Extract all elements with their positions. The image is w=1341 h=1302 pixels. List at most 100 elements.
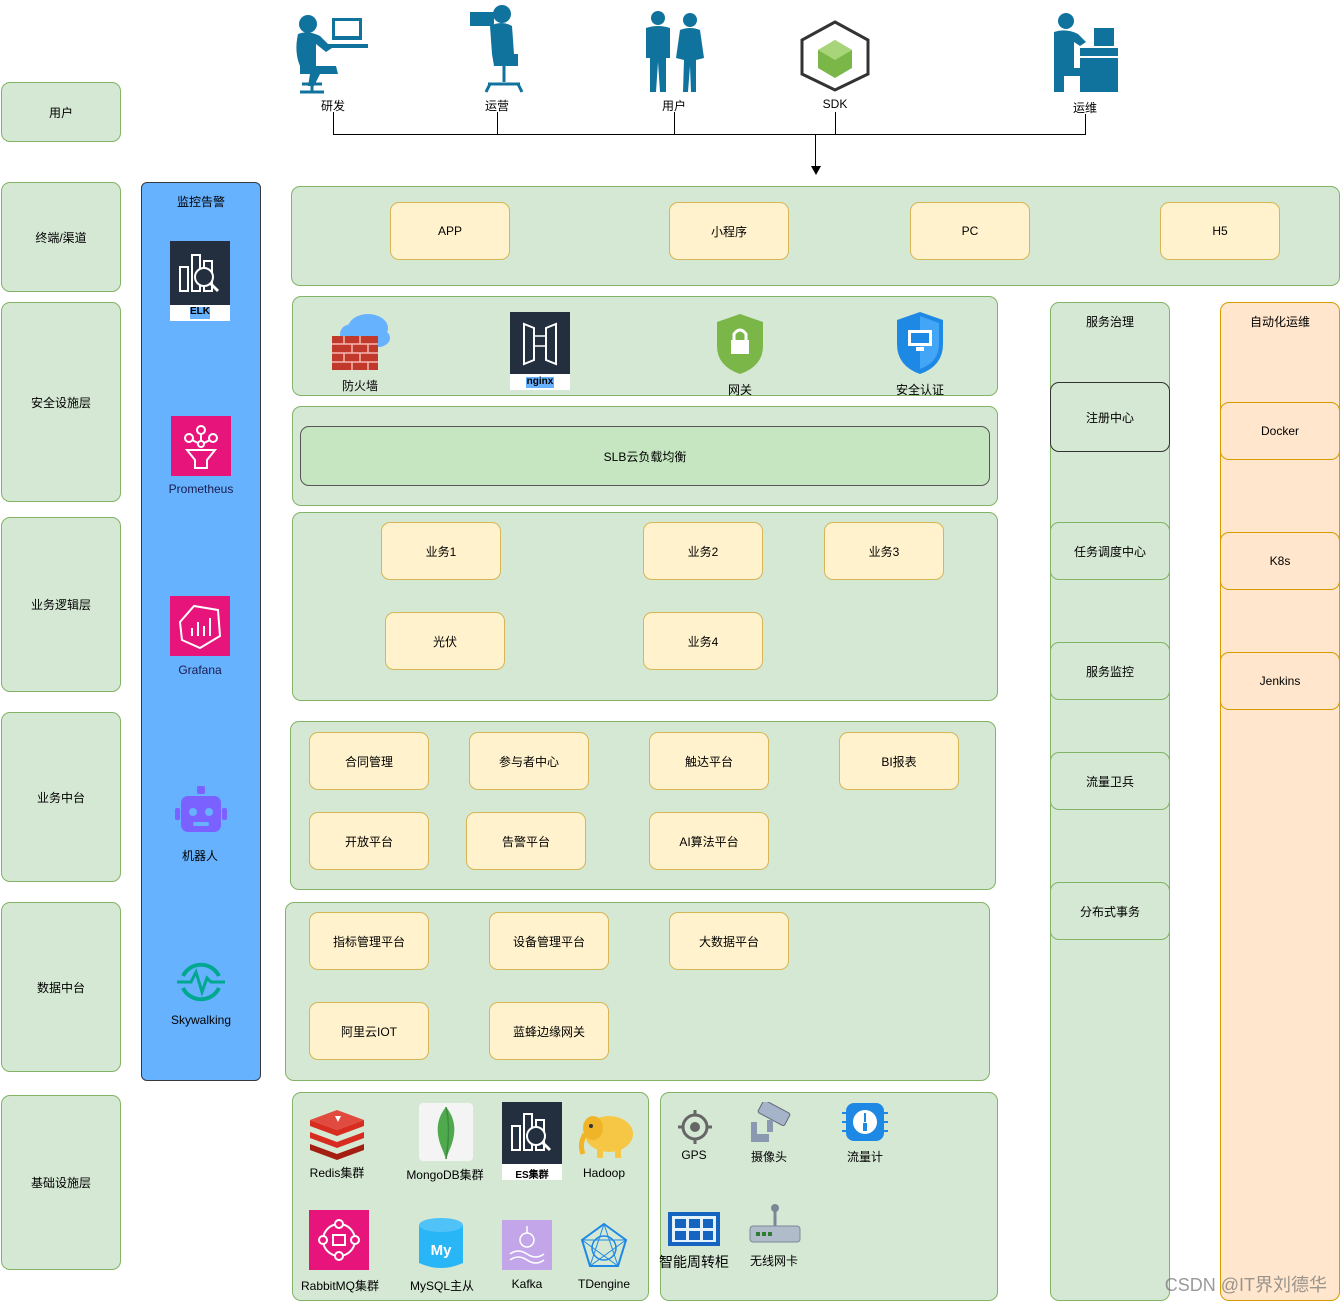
- wireless-nic-label: 无线网卡: [749, 1254, 799, 1268]
- bc-contract: 合同管理: [309, 732, 429, 790]
- skywalking-label: Skywalking: [170, 1013, 232, 1027]
- layer-label-business-center: 业务中台: [1, 712, 121, 882]
- firewall-icon: [332, 314, 390, 370]
- business-3: 业务3: [824, 522, 944, 580]
- redis-label: Redis集群: [309, 1166, 365, 1180]
- dc-indicator: 指标管理平台: [309, 912, 429, 970]
- auto-k8s: K8s: [1220, 532, 1340, 590]
- cabinet-label: 智能周转柜: [659, 1254, 729, 1270]
- kafka-icon: [502, 1220, 552, 1270]
- auth-label: 安全认证: [895, 383, 945, 397]
- business-4: 业务4: [643, 612, 763, 670]
- layer-label-business-logic: 业务逻辑层: [1, 517, 121, 692]
- slb-box: SLB云负载均衡: [300, 426, 990, 486]
- prometheus-icon: [171, 416, 231, 476]
- terminal-app: APP: [390, 202, 510, 260]
- mongodb-icon: [419, 1103, 473, 1161]
- gateway-label: 网关: [727, 383, 753, 397]
- camera-icon: [751, 1102, 791, 1142]
- mysql-icon: My: [419, 1218, 463, 1268]
- wireless-nic-icon: [749, 1204, 801, 1243]
- gov-sentinel: 流量卫兵: [1050, 752, 1170, 810]
- terminal-miniprogram: 小程序: [669, 202, 789, 260]
- tdengine-label: TDengine: [577, 1277, 631, 1291]
- auth-shield-icon: [897, 312, 943, 374]
- infra-iot-layer: [660, 1092, 998, 1301]
- mongodb-label: MongoDB集群: [406, 1168, 484, 1182]
- monitoring-title: 监控告警: [176, 195, 225, 209]
- bc-open: 开放平台: [309, 812, 429, 870]
- robot-icon: [175, 786, 227, 832]
- prometheus-label: Prometheus: [168, 482, 234, 496]
- camera-label: 摄像头: [750, 1150, 788, 1164]
- gov-distributed-tx: 分布式事务: [1050, 882, 1170, 940]
- developer-icon: [296, 15, 368, 94]
- nginx-label: nginx: [526, 376, 554, 387]
- layer-label-data-center: 数据中台: [1, 902, 121, 1072]
- bc-participant: 参与者中心: [469, 732, 589, 790]
- mysql-label: MySQL主从: [409, 1279, 475, 1293]
- firewall-label: 防火墙: [341, 379, 379, 393]
- gateway-lock-icon: [717, 314, 763, 374]
- connector-line: [674, 112, 675, 134]
- layer-label-text: 终端/渠道: [35, 230, 87, 245]
- connector-line: [497, 112, 498, 134]
- cabinet-icon: [668, 1212, 720, 1246]
- elk-icon: [170, 241, 230, 321]
- connector-line: [835, 112, 836, 134]
- security-layer: [292, 296, 998, 396]
- watermark: CSDN @IT界刘德华: [1164, 1275, 1327, 1295]
- bc-bi: BI报表: [839, 732, 959, 790]
- gps-icon: [678, 1110, 712, 1144]
- governance-title: 服务治理: [1085, 315, 1134, 329]
- business-2: 业务2: [643, 522, 763, 580]
- layer-label-text: 业务中台: [36, 790, 85, 805]
- actor-maint-label: 运维: [1072, 101, 1098, 115]
- bc-alarm: 告警平台: [466, 812, 586, 870]
- auto-jenkins: Jenkins: [1220, 652, 1340, 710]
- connector-line: [333, 134, 1086, 135]
- gov-scheduler: 任务调度中心: [1050, 522, 1170, 580]
- connector-line: [333, 112, 334, 134]
- layer-label-text: 安全设施层: [30, 395, 91, 410]
- terminal-pc: PC: [910, 202, 1030, 260]
- layer-label-text: 业务逻辑层: [30, 598, 91, 612]
- layer-label-text: 用户: [48, 105, 73, 120]
- tdengine-icon: [580, 1222, 628, 1267]
- dc-aliiot: 阿里云IOT: [309, 1002, 429, 1060]
- layer-label-text: 基础设施层: [30, 1176, 91, 1190]
- layer-label-security: 安全设施层: [1, 302, 121, 502]
- elk-label: ELK: [190, 306, 210, 317]
- es-icon: [502, 1102, 562, 1180]
- layer-label-terminal: 终端/渠道: [1, 182, 121, 292]
- actor-ops-label: 运营: [484, 99, 510, 113]
- automation-title: 自动化运维: [1249, 315, 1310, 329]
- operations-icon: [470, 5, 524, 93]
- gov-monitor: 服务监控: [1050, 642, 1170, 700]
- dc-bee: 蓝蜂边缘网关: [489, 1002, 609, 1060]
- gov-registry: 注册中心: [1050, 382, 1170, 452]
- grafana-label: Grafana: [178, 663, 222, 677]
- actor-dev-label: 研发: [320, 99, 346, 113]
- nginx-icon: [510, 312, 570, 390]
- connector-line: [815, 134, 816, 170]
- flowmeter-icon: [842, 1103, 888, 1141]
- connector-line: [1085, 114, 1086, 134]
- bc-reach: 触达平台: [649, 732, 769, 790]
- kafka-label: Kafka: [511, 1277, 543, 1291]
- skywalking-icon: [177, 962, 225, 1002]
- auto-docker: Docker: [1220, 402, 1340, 460]
- terminal-h5: H5: [1160, 202, 1280, 260]
- business-pv: 光伏: [385, 612, 505, 670]
- hadoop-icon: [578, 1116, 633, 1158]
- actor-sdk-label: SDK: [822, 97, 848, 111]
- arrow-down-icon: [811, 166, 821, 175]
- sdk-cube-icon: [800, 20, 870, 92]
- layer-label-infra: 基础设施层: [1, 1095, 121, 1270]
- dc-device: 设备管理平台: [489, 912, 609, 970]
- actor-user-label: 用户: [661, 99, 687, 113]
- hadoop-label: Hadoop: [582, 1166, 626, 1180]
- rabbitmq-label: RabbitMQ集群: [300, 1279, 380, 1293]
- robot-label: 机器人: [181, 849, 219, 863]
- redis-icon: [310, 1110, 364, 1160]
